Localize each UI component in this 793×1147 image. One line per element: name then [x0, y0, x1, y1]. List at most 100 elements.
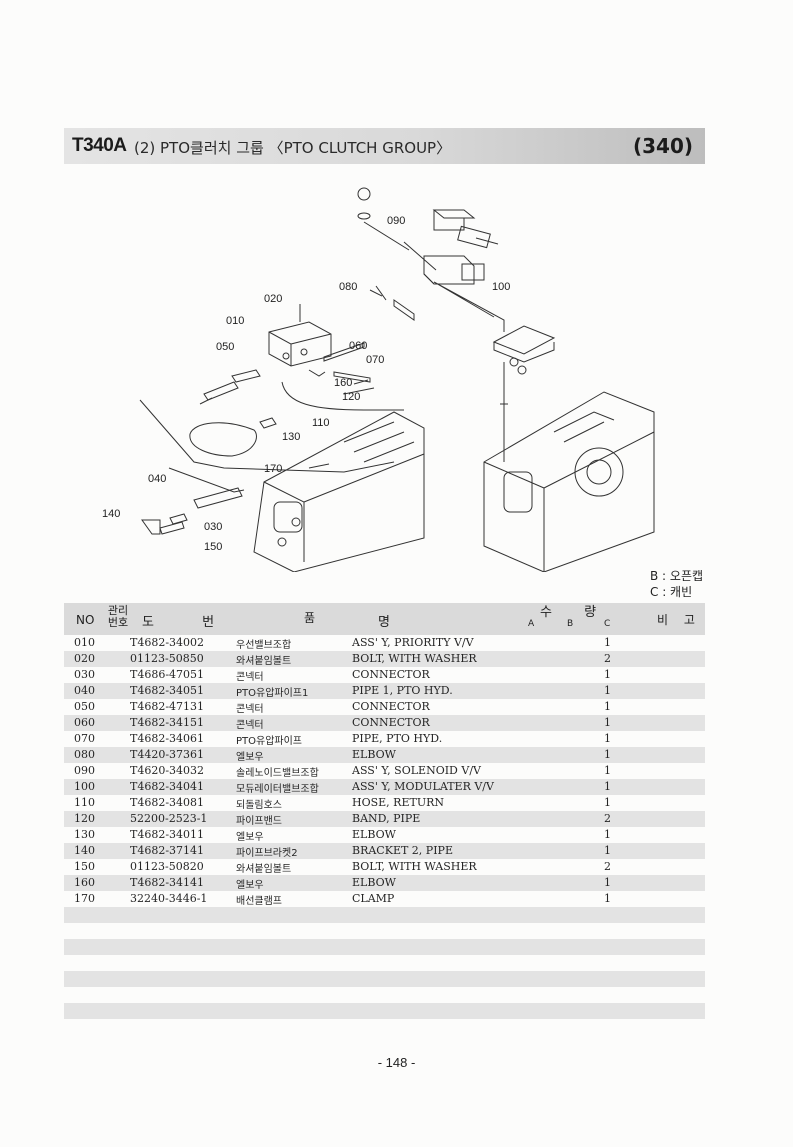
row-name-korean: 엘보우	[236, 832, 264, 843]
row-part-no: 32240-3446-1	[130, 892, 208, 905]
row-name-korean: 와셔붙임볼트	[236, 656, 292, 667]
legend: B : 오픈캡 C : 캐빈	[650, 568, 703, 600]
row-name-korean: 파이프브라켓2	[236, 848, 298, 859]
legend-open-cab: B : 오픈캡	[650, 569, 704, 583]
callout-170: 170	[264, 463, 282, 475]
row-no: 170	[74, 892, 95, 905]
row-name-korean: 와셔붙임볼트	[236, 864, 292, 875]
row-no: 060	[74, 716, 95, 729]
table-row: 030 T4686-47051 콘넥터 CONNECTOR 1	[64, 667, 705, 683]
row-no: 070	[74, 732, 95, 745]
callout-130: 130	[282, 431, 300, 443]
row-qty: 1	[604, 780, 611, 793]
callout-030: 030	[204, 521, 222, 533]
row-name-korean: 배선클램프	[236, 896, 282, 907]
row-name-english: BOLT, WITH WASHER	[352, 652, 477, 665]
row-qty: 1	[604, 876, 611, 889]
row-no: 130	[74, 828, 95, 841]
row-qty: 1	[604, 844, 611, 857]
row-qty: 1	[604, 764, 611, 777]
row-no: 150	[74, 860, 95, 873]
row-no: 030	[74, 668, 95, 681]
row-part-no: T4682-34081	[130, 796, 205, 809]
row-qty: 2	[604, 860, 611, 873]
row-name-english: BAND, PIPE	[352, 812, 421, 825]
callout-040: 040	[148, 473, 166, 485]
row-qty: 1	[604, 668, 611, 681]
row-name-korean: PTO유압파이프1	[236, 688, 309, 699]
callout-110: 110	[312, 417, 330, 429]
row-qty: 2	[604, 812, 611, 825]
row-part-no: T4682-47131	[130, 700, 205, 713]
row-name-korean: PTO유압파이프	[236, 736, 303, 747]
header-name-1: 품	[304, 611, 316, 625]
callout-010: 010	[226, 315, 244, 327]
callout-100: 100	[492, 281, 510, 293]
row-name-english: PIPE 1, PTO HYD.	[352, 684, 453, 697]
row-qty: 1	[604, 732, 611, 745]
row-part-no: T4682-37141	[130, 844, 205, 857]
table-row: 150 01123-50820 와셔붙임볼트 BOLT, WITH WASHER 2	[64, 859, 705, 875]
header-qty-b: B	[567, 619, 574, 629]
table-row: 090 T4620-34032 솔레노이드밸브조합 ASS' Y, SOLENOID …	[64, 763, 705, 779]
row-qty: 1	[604, 716, 611, 729]
row-name-english: ASS' Y, PRIORITY V/V	[352, 636, 474, 649]
header-qty-a: A	[528, 619, 535, 629]
row-no: 120	[74, 812, 95, 825]
row-name-english: CONNECTOR	[352, 668, 430, 681]
section-title: (2) PTO클러치 그룹 〈PTO CLUTCH GROUP〉	[134, 139, 452, 157]
parts-table-header: NO 관리번호 도 번 품 명 수 량 A B C 비 고	[64, 603, 705, 635]
header-part-no: 도 번	[142, 615, 237, 630]
part-callouts: 090 100 080 020 010 060 050 070 160 120 …	[102, 215, 510, 553]
row-name-korean: 솔레노이드밸브조합	[236, 768, 319, 779]
row-no: 010	[74, 636, 95, 649]
row-name-english: CLAMP	[352, 892, 395, 905]
row-qty: 1	[604, 796, 611, 809]
row-name-korean: 모듀레이터밸브조합	[236, 784, 319, 795]
row-name-korean: 콘넥터	[236, 720, 264, 731]
exploded-parts-diagram: 090 100 080 020 010 060 050 070 160 120 …	[64, 172, 705, 573]
row-name-korean: 우선밸브조합	[236, 640, 292, 651]
row-name-english: BOLT, WITH WASHER	[352, 860, 477, 873]
callout-080: 080	[339, 281, 357, 293]
table-row: 140 T4682-37141 파이프브라켓2 BRACKET 2, PIPE 1	[64, 843, 705, 859]
row-name-english: ASS' Y, SOLENOID V/V	[352, 764, 481, 777]
row-qty: 1	[604, 636, 611, 649]
row-part-no: 01123-50820	[130, 860, 204, 873]
row-part-no: T4682-34151	[130, 716, 205, 729]
row-name-korean: 콘넥터	[236, 672, 264, 683]
header-name-2: 명	[378, 615, 390, 630]
row-name-korean: 콘넥터	[236, 704, 264, 715]
row-part-no: T4686-47051	[130, 668, 205, 681]
row-part-no: T4682-34051	[130, 684, 205, 697]
row-no: 140	[74, 844, 95, 857]
section-code: (340)	[632, 134, 693, 158]
row-part-no: 52200-2523-1	[130, 812, 208, 825]
row-part-no: T4620-34032	[130, 764, 205, 777]
row-part-no: T4682-34041	[130, 780, 205, 793]
header-qty-c: C	[604, 619, 611, 629]
row-name-english: ELBOW	[352, 748, 396, 761]
callout-060: 060	[349, 340, 367, 352]
header-remark: 비 고	[657, 613, 701, 627]
page-number: - 148 -	[377, 1055, 416, 1070]
row-name-korean: 엘보우	[236, 880, 264, 891]
callout-140: 140	[102, 508, 120, 520]
row-no: 020	[74, 652, 95, 665]
row-no: 160	[74, 876, 95, 889]
row-part-no: T4682-34011	[130, 828, 205, 841]
row-no: 050	[74, 700, 95, 713]
row-no: 090	[74, 764, 95, 777]
row-name-english: BRACKET 2, PIPE	[352, 844, 453, 857]
callout-070: 070	[366, 354, 384, 366]
